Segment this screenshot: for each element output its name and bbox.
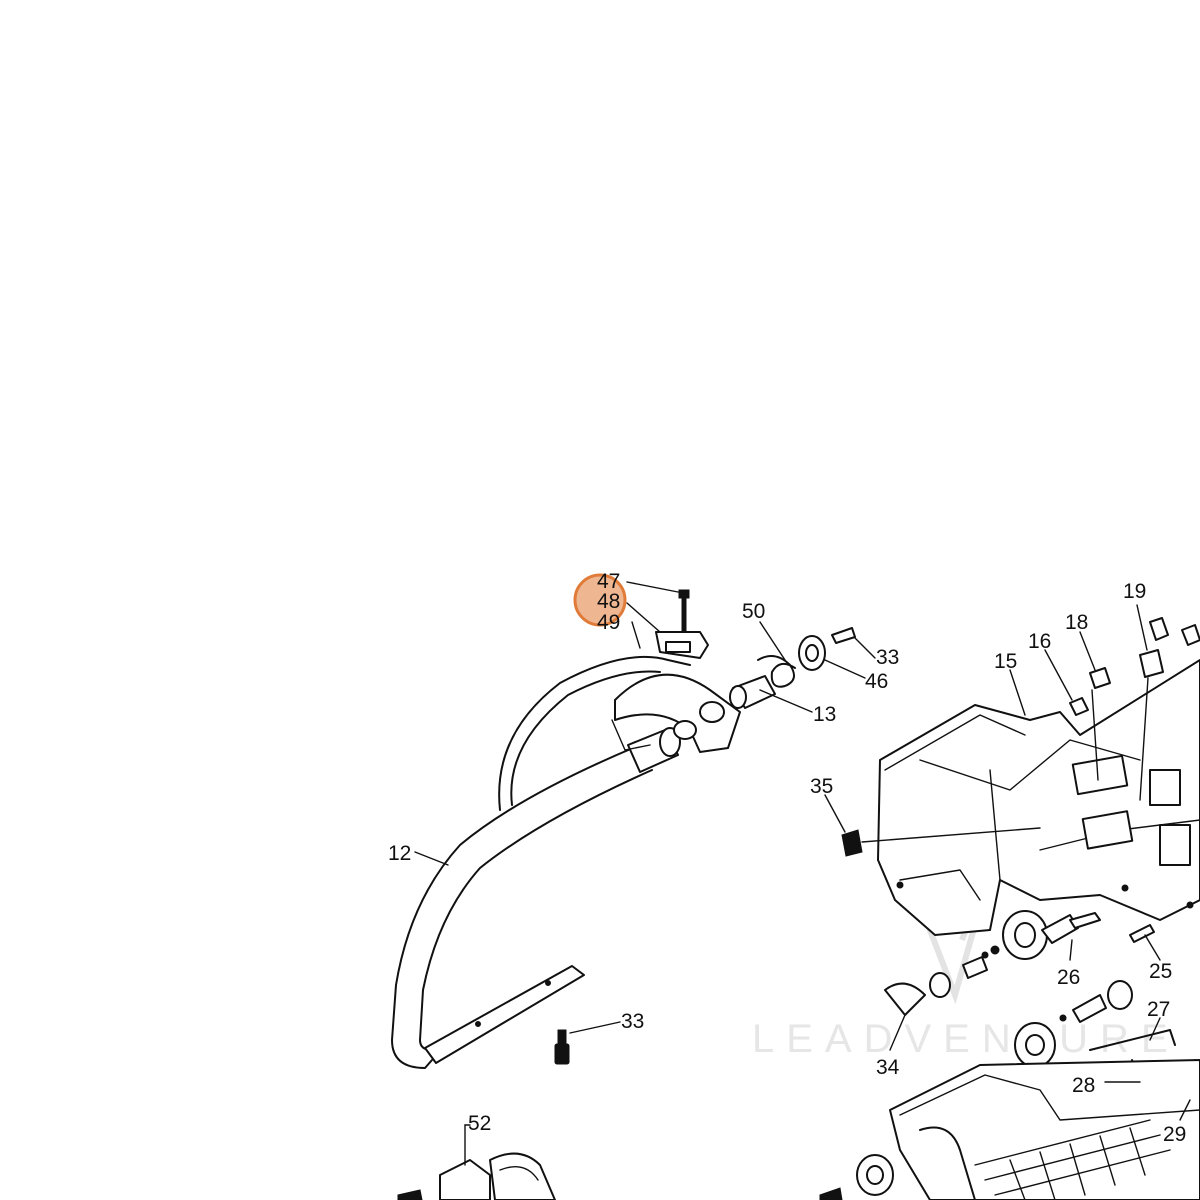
front-guard: [498, 655, 741, 811]
label-35: 35: [810, 775, 833, 798]
label-26: 26: [1057, 966, 1080, 989]
plug-35: [841, 829, 863, 857]
label-15: 15: [994, 650, 1017, 673]
label-34: 34: [876, 1056, 900, 1079]
label-29: 29: [1163, 1123, 1186, 1146]
crankcase-body: [861, 659, 1200, 936]
screw-33: [554, 1029, 570, 1065]
label-46: 46: [865, 670, 888, 693]
spring-bushing: [729, 627, 856, 709]
highlight-marker[interactable]: [573, 573, 627, 627]
label-12: 12: [388, 842, 411, 865]
base-tray: [856, 1059, 1200, 1200]
label-25: 25: [1149, 960, 1172, 983]
label-28: 28: [1072, 1074, 1095, 1097]
watermark: LEADVENTURE: [752, 902, 1180, 1061]
label-13: 13: [813, 703, 836, 726]
label-52: 52: [468, 1112, 491, 1135]
grill: [974, 1119, 1171, 1200]
label-27: 27: [1147, 998, 1170, 1021]
watermark-text: LEADVENTURE: [752, 1017, 1180, 1061]
label-33-bottom: 33: [621, 1010, 644, 1033]
label-16: 16: [1028, 630, 1051, 653]
label-47: 47: [597, 570, 620, 593]
label-48: 48: [597, 590, 620, 613]
label-49: 49: [597, 611, 620, 634]
leader-lines: [414, 581, 1191, 1166]
label-19: 19: [1123, 580, 1146, 603]
label-18: 18: [1065, 611, 1088, 634]
small-parts-top: [1069, 617, 1200, 801]
label-33-top: 33: [876, 646, 899, 669]
label-50: 50: [742, 600, 765, 623]
clamp-assembly: [655, 589, 709, 659]
part-labels: 47 48 49 50 33 46 13 12 33 35 15 16 18 1…: [388, 570, 1186, 1146]
